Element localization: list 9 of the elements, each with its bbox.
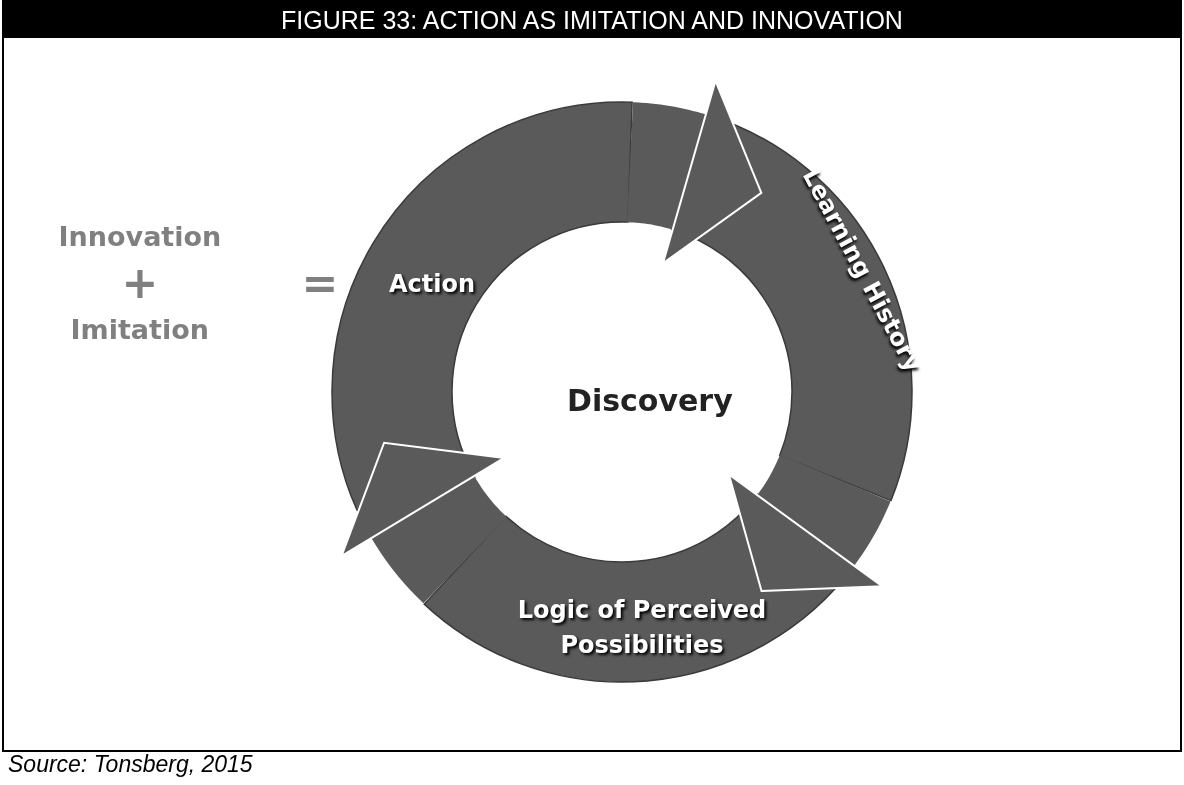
title-bar: FIGURE 33: ACTION AS IMITATION AND INNOVATION [2,0,1182,38]
center-label: Discovery [567,383,733,417]
source-caption: Source: Tonsberg, 2015 [8,751,253,778]
equals-sign: = [301,259,339,308]
segment-label: Action [387,268,477,300]
segment-label: Logic of Perceived Possibilities [516,595,768,661]
plus-sign: + [121,259,159,308]
label-text: Imitation [70,315,209,345]
label-text: Innovation [58,222,222,252]
